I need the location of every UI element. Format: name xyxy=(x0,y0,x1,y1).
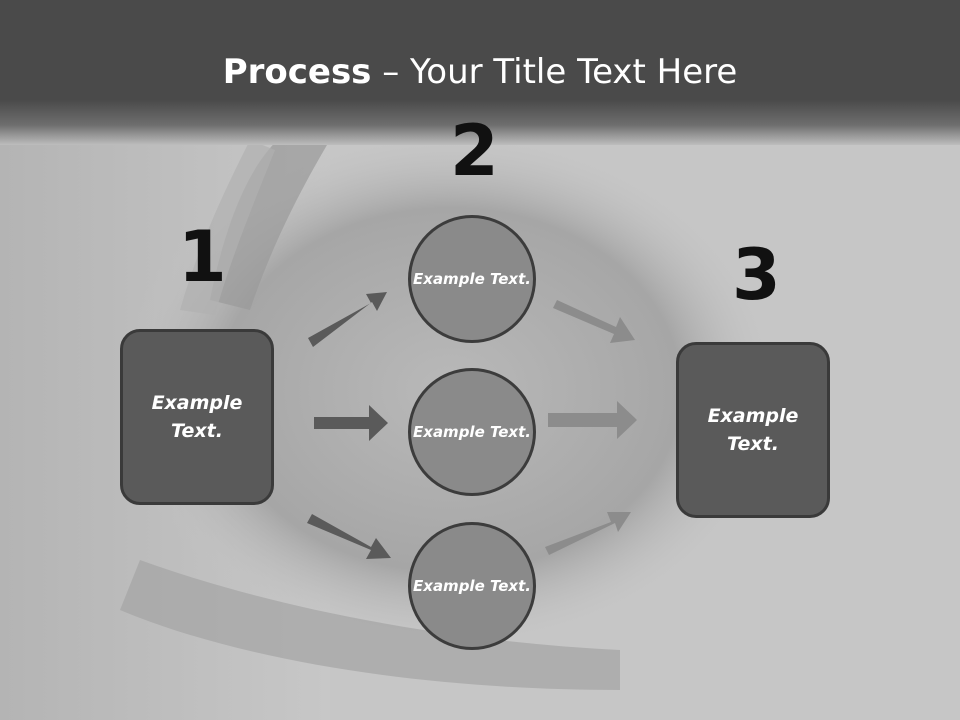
circle-top-label: Example Text. xyxy=(413,269,531,288)
right-box: Example Text. xyxy=(676,342,830,518)
circle-middle-label: Example Text. xyxy=(413,422,531,441)
left-box: Example Text. xyxy=(120,329,274,505)
left-box-label: Example Text. xyxy=(151,391,243,443)
title-bold: Process xyxy=(222,52,372,92)
right-box-label: Example Text. xyxy=(707,404,799,456)
circle-top: Example Text. xyxy=(408,215,536,343)
circle-bottom: Example Text. xyxy=(408,522,536,650)
title-rest: – Your Title Text Here xyxy=(371,52,738,92)
step-number-3: 3 xyxy=(732,234,781,316)
title-bar xyxy=(0,0,960,145)
step-number-2: 2 xyxy=(450,110,499,192)
circle-bottom-label: Example Text. xyxy=(413,576,531,595)
circle-middle: Example Text. xyxy=(408,368,536,496)
slide-title: Process – Your Title Text Here xyxy=(0,52,960,92)
step-number-1: 1 xyxy=(178,216,227,298)
